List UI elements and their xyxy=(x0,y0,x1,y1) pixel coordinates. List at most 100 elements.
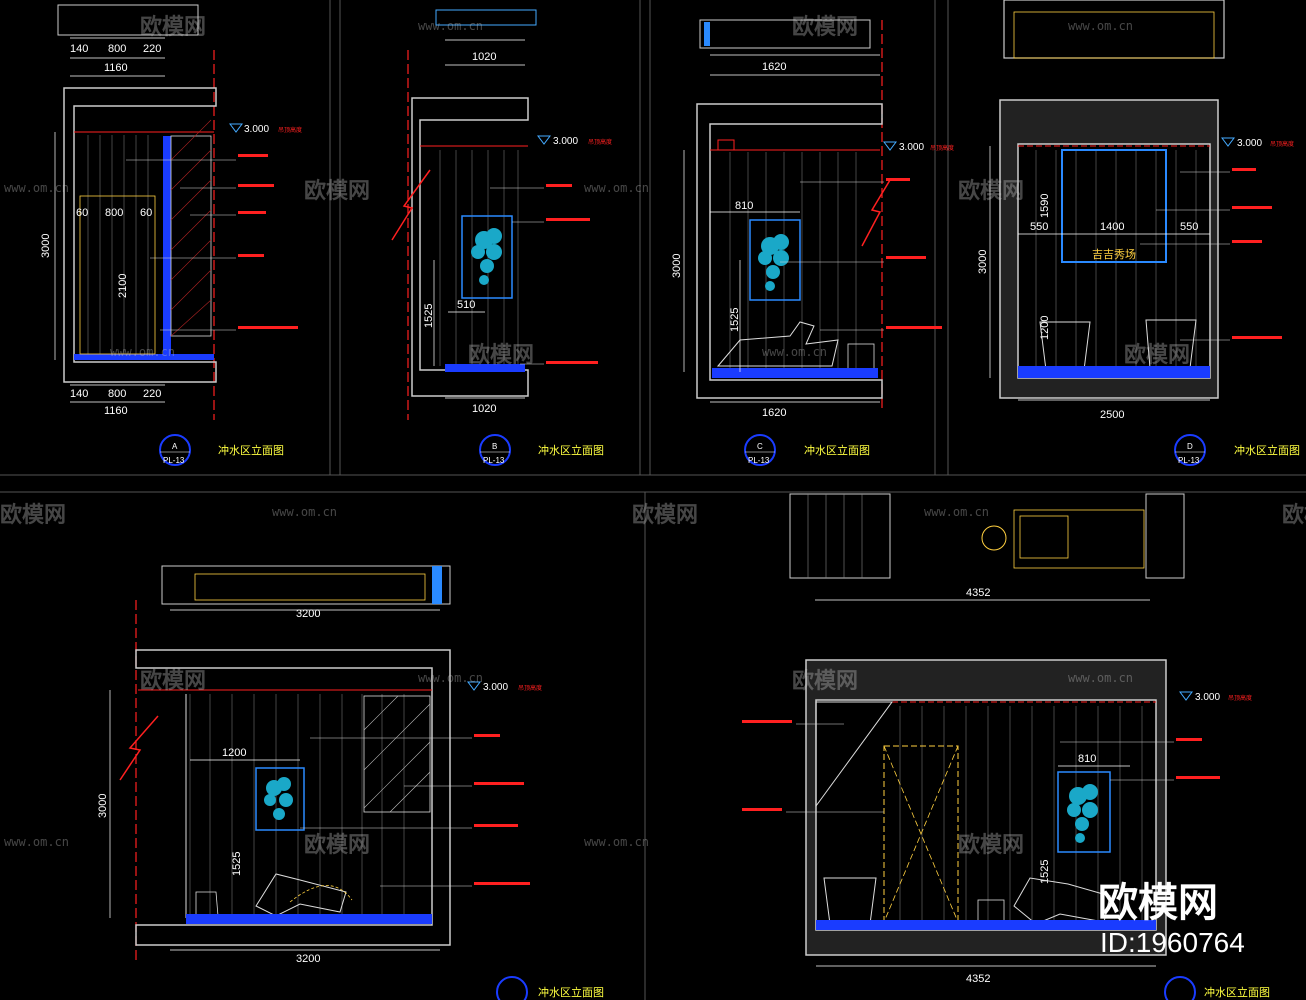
dim-a-bot-1: 140 xyxy=(70,388,88,400)
level-e-value: 3.000 xyxy=(483,682,508,693)
level-f-label: 吊顶高度 xyxy=(1228,694,1252,702)
tag-a-letter: A xyxy=(172,442,178,451)
dim-e-art-width: 1200 xyxy=(222,747,246,759)
wm-url-4: www.om.cn xyxy=(584,181,649,195)
title-b: 冲水区立面图 xyxy=(538,443,604,457)
artwork-b-icon xyxy=(471,228,502,285)
dim-b-bottom: 1020 xyxy=(472,403,496,415)
dim-c-top: 1620 xyxy=(762,61,786,73)
wm-url-8: www.om.cn xyxy=(924,505,989,519)
dim-a-door-3: 60 xyxy=(140,207,152,219)
tag-b-letter: B xyxy=(492,442,497,451)
dim-d-width: 1400 xyxy=(1100,221,1124,233)
wm-brand-5: 欧模网 xyxy=(468,342,534,368)
level-a-label: 吊顶高度 xyxy=(278,126,302,134)
dim-d-sign-height: 1590 xyxy=(1039,194,1051,218)
wm-brand-2: 欧模网 xyxy=(792,14,858,40)
title-f: 冲水区立面图 xyxy=(1204,985,1270,999)
brand-stamp: 欧模网 ID:1960764 xyxy=(1098,880,1245,958)
dim-f-art-height: 1525 xyxy=(1039,860,1051,884)
wm-brand-7: 欧模网 xyxy=(0,502,66,528)
dim-a-door-height: 2100 xyxy=(117,274,129,298)
level-a-value: 3.000 xyxy=(244,124,269,135)
dim-e-bottom: 3200 xyxy=(296,953,320,965)
watermark-layer: 欧模网 www.om.cn 欧模网 www.om.cn www.om.cn 欧模… xyxy=(0,14,1306,858)
wm-url-9: www.om.cn xyxy=(418,671,483,685)
dim-d-bottom: 2500 xyxy=(1100,409,1124,421)
wm-url-3: www.om.cn xyxy=(4,181,69,195)
elevation-b: 1020 3.000 吊顶高度 1525 510 xyxy=(391,9,612,466)
level-e-label: 吊顶高度 xyxy=(518,684,542,692)
dim-a-height: 3000 xyxy=(40,234,52,258)
elevation-c: 1620 810 3000 1525 3.000 吊顶高度 xyxy=(671,19,954,466)
title-e: 冲水区立面图 xyxy=(538,985,604,999)
dim-a-bot-total: 1160 xyxy=(104,405,128,417)
wm-brand-12: 欧模网 xyxy=(304,832,370,858)
artwork-e-icon xyxy=(264,777,293,820)
wm-brand-6: 欧模网 xyxy=(1124,342,1190,368)
level-d-value: 3.000 xyxy=(1237,138,1262,149)
elevation-d: 吉吉秀场 550 1400 550 1590 1200 3000 3.000 吊… xyxy=(977,0,1300,466)
wm-url-11: www.om.cn xyxy=(4,835,69,849)
dim-a-bot-3: 220 xyxy=(143,388,161,400)
dim-f-top: 4352 xyxy=(966,587,990,599)
dim-d-right: 550 xyxy=(1180,221,1198,233)
wm-brand-9: 欧模网 xyxy=(1282,502,1306,528)
tag-c-sheet: PL-13 xyxy=(748,456,770,465)
tag-a-sheet: PL-13 xyxy=(163,456,185,465)
dim-c-bottom: 1620 xyxy=(762,407,786,419)
dim-b-art-width: 510 xyxy=(457,299,475,311)
dim-a-door-1: 60 xyxy=(76,207,88,219)
dim-e-art-height: 1525 xyxy=(231,852,243,876)
wm-url-6: www.om.cn xyxy=(762,345,827,359)
wm-url-7: www.om.cn xyxy=(272,505,337,519)
dim-c-height: 3000 xyxy=(671,254,683,278)
wm-url-5: www.om.cn xyxy=(110,345,175,359)
level-b-label: 吊顶高度 xyxy=(588,138,612,146)
dim-a-top-2: 800 xyxy=(108,43,126,55)
wm-brand-3: 欧模网 xyxy=(304,178,370,204)
dim-f-art-width: 810 xyxy=(1078,753,1096,765)
wm-brand-10: 欧模网 xyxy=(140,668,206,694)
elevation-e: 3200 1200 3000 1525 xyxy=(97,565,604,1000)
level-d-label: 吊顶高度 xyxy=(1270,140,1294,148)
dim-f-bottom: 4352 xyxy=(966,973,990,985)
level-b-value: 3.000 xyxy=(553,136,578,147)
tag-c-letter: C xyxy=(757,442,763,451)
title-a: 冲水区立面图 xyxy=(218,443,284,457)
dim-e-height: 3000 xyxy=(97,794,109,818)
wm-url-2: www.om.cn xyxy=(1068,19,1133,33)
dim-e-top: 3200 xyxy=(296,608,320,620)
dim-c-art-width: 810 xyxy=(735,200,753,212)
artwork-c-icon xyxy=(758,234,789,291)
dim-b-art-height: 1525 xyxy=(423,304,435,328)
wm-brand-1: 欧模网 xyxy=(140,14,206,40)
wm-brand-8: 欧模网 xyxy=(632,502,698,528)
dim-b-top: 1020 xyxy=(472,51,496,63)
wm-brand-13: 欧模网 xyxy=(958,832,1024,858)
dim-a-bot-2: 800 xyxy=(108,388,126,400)
title-c: 冲水区立面图 xyxy=(804,443,870,457)
dim-a-door-2: 800 xyxy=(105,207,123,219)
tag-b-sheet: PL-13 xyxy=(483,456,505,465)
wm-url-12: www.om.cn xyxy=(584,835,649,849)
wm-url-10: www.om.cn xyxy=(1068,671,1133,685)
elevation-f: 4352 810 1525 3.000 吊顶高度 xyxy=(742,493,1270,1000)
brand-stamp-name: 欧模网 xyxy=(1098,880,1218,926)
elevation-a: 140 800 220 1160 60 800 60 3000 xyxy=(40,4,302,466)
wm-brand-4: 欧模网 xyxy=(958,178,1024,204)
brand-stamp-id: ID:1960764 xyxy=(1100,927,1245,958)
sign-text: 吉吉秀场 xyxy=(1092,247,1136,261)
dim-a-top-total: 1160 xyxy=(104,62,128,74)
dim-a-top-1: 140 xyxy=(70,43,88,55)
dim-d-height: 3000 xyxy=(977,250,989,274)
wm-brand-11: 欧模网 xyxy=(792,668,858,694)
dim-d-left: 550 xyxy=(1030,221,1048,233)
level-c-label: 吊顶高度 xyxy=(930,144,954,152)
title-d: 冲水区立面图 xyxy=(1234,443,1300,457)
wm-url-1: www.om.cn xyxy=(418,19,483,33)
tag-d-letter: D xyxy=(1187,442,1193,451)
dim-a-top-3: 220 xyxy=(143,43,161,55)
